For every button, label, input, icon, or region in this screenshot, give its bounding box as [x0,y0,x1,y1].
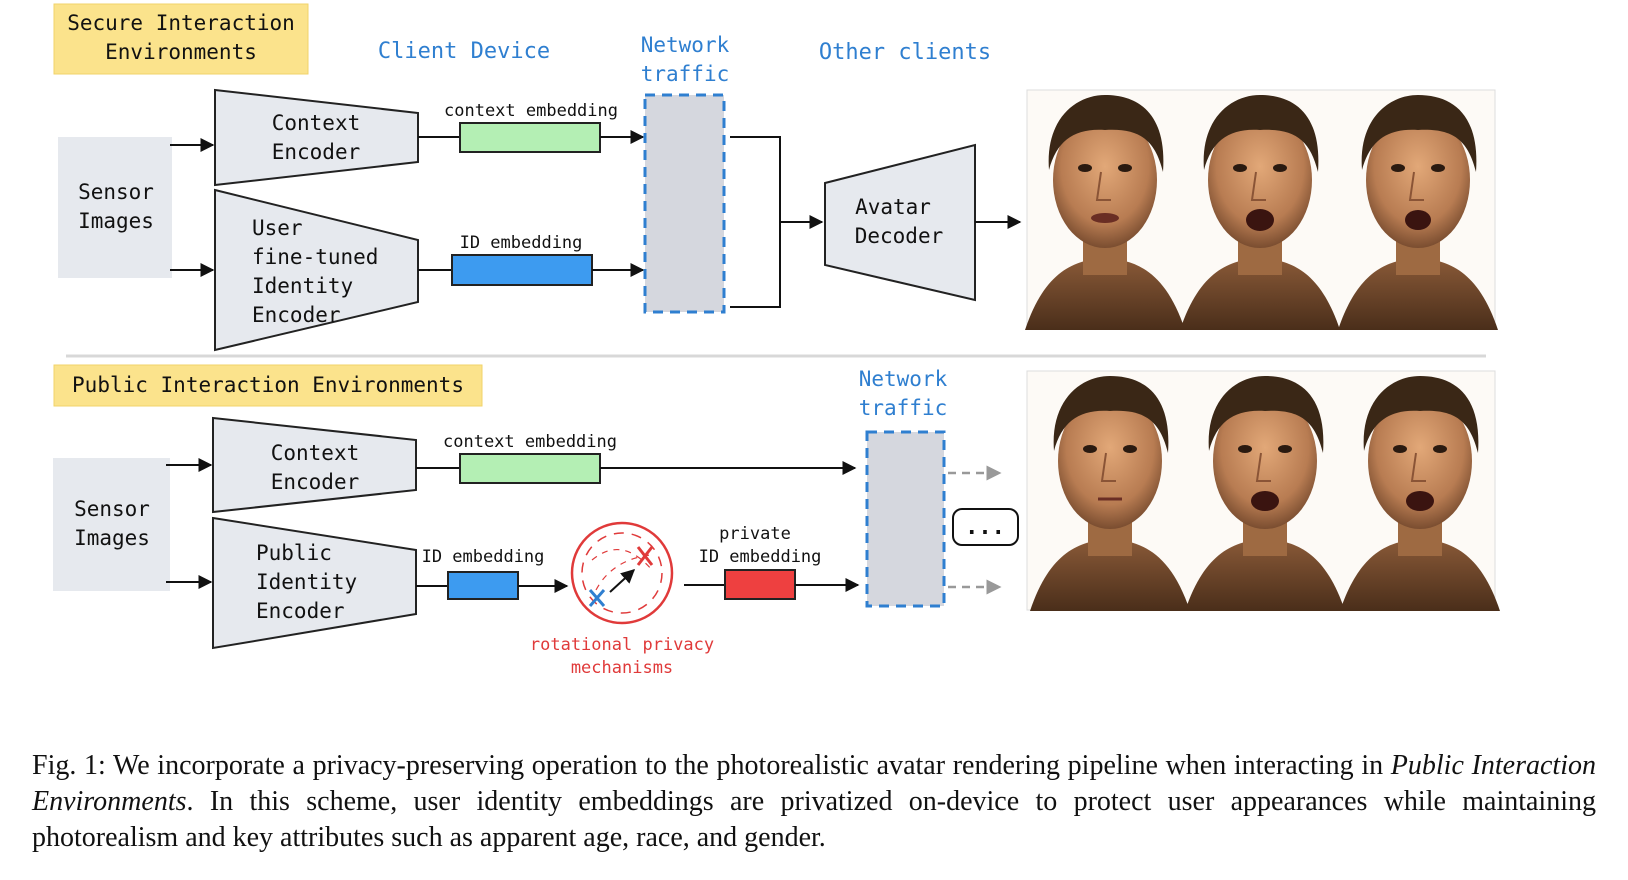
public-sensor-line2: Images [74,526,150,550]
public-avatar-renders [1026,370,1501,612]
public-sensor-images-box [53,458,170,591]
avatar-decoder [824,143,976,302]
pipeline-diagram: Secure Interaction Environments Client D… [53,3,1501,678]
public-avatar-face-2 [1184,375,1346,612]
public-context-embedding-bar [459,453,601,484]
secure-id-embedding-label: ID embedding [460,233,583,253]
ellipsis-label: ... [965,515,1005,540]
secure-id-embedding-bar [451,254,593,286]
public-avatar-face-3 [1339,375,1501,612]
figure-caption: Fig. 1: We incorporate a privacy-preserv… [32,748,1596,856]
secure-sensor-line2: Images [78,209,154,233]
rotation-arrow-icon [609,569,636,593]
avatar-decoder-line1: Avatar [855,195,931,219]
public-network-label-line1: Network [859,367,948,391]
public-title: Public Interaction Environments [72,373,464,397]
secure-context-encoder-line2: Encoder [272,140,361,164]
public-id-embedding-label: ID embedding [422,547,545,567]
public-identity-encoder-line1: Public [256,541,332,565]
secure-title-line2: Environments [105,40,257,64]
public-network-traffic-box [865,430,946,608]
secure-identity-encoder-line1: User [252,216,303,240]
public-avatar-face-1 [1029,375,1191,612]
secure-identity-encoder-line2: fine-tuned [252,245,378,269]
secure-network-traffic-box [643,93,726,314]
secure-context-encoder [214,88,419,187]
secure-network-label-line2: traffic [641,62,730,86]
public-context-encoder-line1: Context [271,441,360,465]
original-id-cross-icon [588,589,606,607]
rotated-id-cross-icon [636,546,654,566]
secure-avatar-face-2 [1179,94,1341,331]
public-identity-encoder-line3: Encoder [256,599,345,623]
secure-identity-encoder-line4: Encoder [252,303,341,327]
secure-identity-encoder-line3: Identity [252,274,353,298]
secure-sensor-line1: Sensor [78,180,154,204]
caption-suffix: . In this scheme, user identity embeddin… [32,786,1596,853]
public-identity-encoder [212,516,417,650]
secure-avatar-face-3 [1337,94,1499,331]
secure-context-encoder-line1: Context [272,111,361,135]
client-device-label: Client Device [378,39,550,64]
secure-sensor-images-box [58,137,172,278]
rotational-privacy-mechanism [570,521,674,625]
public-context-encoder [212,416,417,514]
private-embedding-label-line1: private [719,524,791,544]
mechanism-label-line1: rotational privacy [530,635,714,655]
secure-title-box [53,3,309,75]
public-network-label-line2: traffic [859,396,948,420]
secure-avatar-renders [1024,89,1499,331]
secure-context-embedding-label: context embedding [444,101,618,121]
other-clients-label: Other clients [819,40,991,65]
public-context-encoder-line2: Encoder [271,470,360,494]
public-context-embedding-label: context embedding [443,432,617,452]
public-identity-encoder-line2: Identity [256,570,357,594]
private-id-embedding-bar [724,569,796,600]
public-sensor-line1: Sensor [74,497,150,521]
ellipsis-box [952,508,1019,546]
mechanism-label-line2: mechanisms [571,658,673,678]
caption-emphasis: Public Interaction Environments [32,750,1596,817]
public-id-embedding-bar [447,571,519,600]
secure-network-label-line1: Network [641,33,730,57]
public-title-box [53,364,483,407]
avatar-decoder-line2: Decoder [855,224,944,248]
private-embedding-label-line2: ID embedding [699,547,822,567]
secure-identity-encoder [214,188,419,352]
secure-avatar-face-1 [1024,94,1186,331]
secure-section: Secure Interaction Environments Client D… [53,3,1499,352]
public-section: Public Interaction Environments Network … [53,364,1501,678]
secure-network-merge-line [730,136,781,308]
caption-prefix: Fig. 1: We incorporate a privacy-preserv… [32,750,1391,781]
secure-context-embedding-bar [459,122,601,153]
secure-title-line1: Secure Interaction [67,11,295,35]
